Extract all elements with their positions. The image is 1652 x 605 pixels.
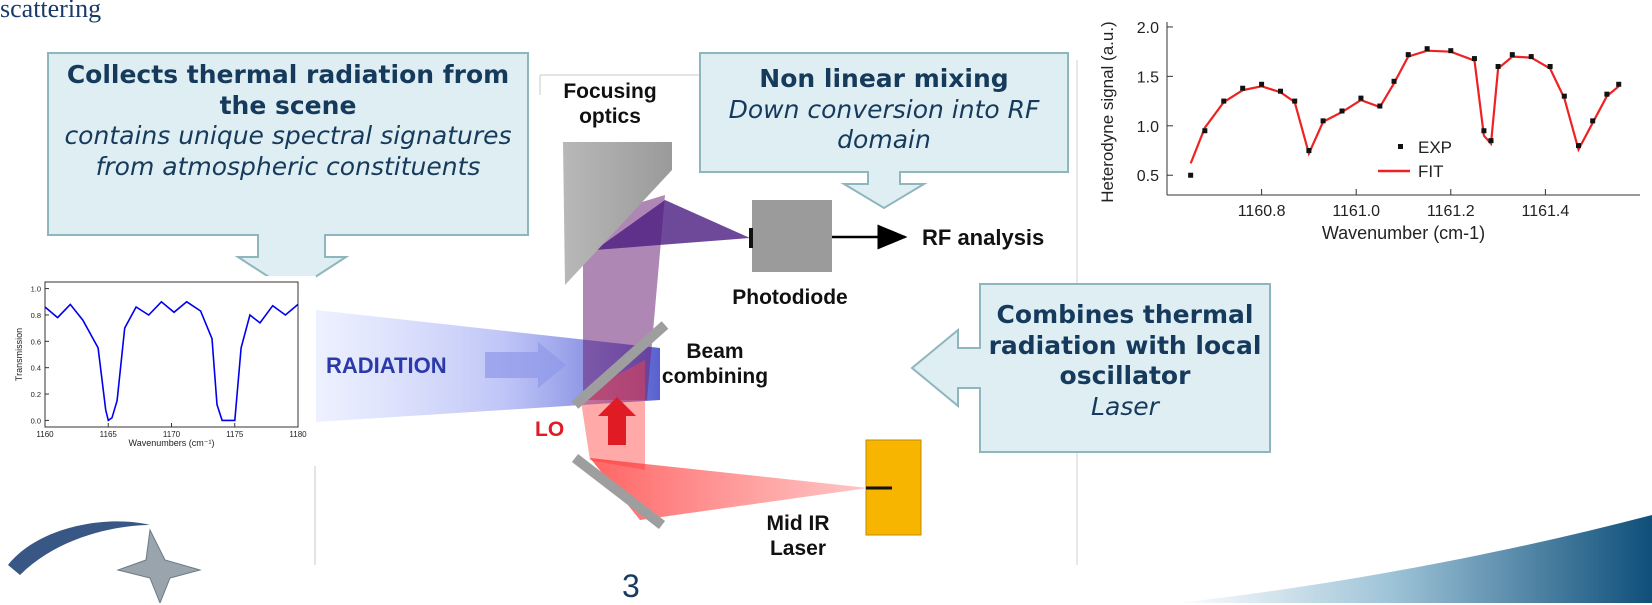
x-tick-label: 1161.2	[1427, 203, 1475, 220]
y-tick-label: 1.5	[1137, 69, 1159, 86]
exp-point	[1425, 46, 1430, 51]
y-tick-label: 0.2	[31, 390, 41, 399]
x-axis-label: Wavenumber (cm-1)	[1322, 223, 1485, 243]
callout-combines-detail: Laser	[985, 392, 1265, 423]
y-axis-label: Heterodyne signal (a.u.)	[1098, 21, 1117, 202]
callout-mixing-detail: Down conversion into RF domain	[705, 95, 1063, 156]
x-tick-label: 1175	[226, 430, 244, 439]
beam-combining-label: Beam combining	[655, 340, 775, 390]
x-tick-label: 1161.0	[1332, 203, 1380, 220]
lo-beam-horizontal	[590, 458, 868, 520]
y-tick-label: 0.4	[31, 364, 41, 373]
exp-point	[1240, 86, 1245, 91]
photodiode-sensor	[749, 228, 753, 248]
exp-point	[1496, 64, 1501, 69]
exp-point	[1221, 99, 1226, 104]
exp-point	[1489, 138, 1494, 143]
exp-point	[1590, 118, 1595, 123]
header-fragment: scattering	[0, 0, 101, 24]
exp-point	[1278, 89, 1283, 94]
callout-combines: Combines thermal radiation with local os…	[985, 300, 1265, 422]
exp-point	[1472, 56, 1477, 61]
exp-point	[1604, 92, 1609, 97]
exp-point	[1392, 79, 1397, 84]
legend-exp-marker	[1398, 144, 1403, 149]
exp-point	[1529, 54, 1534, 59]
x-tick-label: 1180	[289, 430, 307, 439]
y-tick-label: 2.0	[1137, 20, 1159, 37]
y-tick-label: 1.0	[31, 285, 41, 294]
exp-point	[1292, 99, 1297, 104]
exp-point	[1358, 96, 1363, 101]
y-tick-label: 0.0	[31, 416, 41, 425]
heterodyne-chart: 1160.8 1161.0 1161.2 1161.4 0.5 1.0 1.5 2.0Wave…	[1098, 20, 1640, 243]
exp-point	[1202, 128, 1207, 133]
exp-point	[1321, 118, 1326, 123]
exp-point	[1406, 52, 1411, 57]
photodiode-box	[752, 200, 832, 272]
y-axis-label: Transmission	[14, 328, 24, 381]
exp-point	[1616, 82, 1621, 87]
exp-point	[1448, 48, 1453, 53]
x-axis-label: Wavenumbers (cm⁻¹)	[129, 438, 215, 448]
exp-point	[1340, 108, 1345, 113]
logo-mark	[8, 521, 200, 603]
y-tick-label: 0.6	[31, 337, 41, 346]
callout-collects-title: Collects thermal radiation from the scen…	[55, 60, 521, 121]
exp-point	[1377, 104, 1382, 109]
exp-point	[1481, 128, 1486, 133]
focusing-optics-label: Focusing optics	[540, 80, 680, 130]
callout-collects: Collects thermal radiation from the scen…	[55, 60, 521, 182]
rf-analysis-label: RF analysis	[922, 225, 1044, 251]
y-tick-label: 1.0	[1137, 119, 1159, 136]
fit-line	[1191, 51, 1619, 164]
radiation-label: RADIATION	[326, 353, 447, 379]
x-tick-label: 1165	[100, 430, 118, 439]
callout-collects-detail: contains unique spectral signatures from…	[55, 121, 521, 182]
exp-point	[1548, 64, 1553, 69]
callout-mixing-title: Non linear mixing	[705, 64, 1063, 95]
x-tick-label: 1160	[36, 430, 54, 439]
photodiode-label: Photodiode	[700, 286, 880, 311]
y-tick-label: 0.5	[1137, 168, 1159, 185]
callout-combines-title: Combines thermal radiation with local os…	[985, 300, 1265, 392]
exp-point	[1306, 148, 1311, 153]
callout-mixing: Non linear mixing Down conversion into R…	[705, 64, 1063, 156]
y-tick-label: 0.8	[31, 311, 41, 320]
slide-number: 3	[622, 568, 640, 605]
exp-point	[1259, 82, 1264, 87]
legend-exp-label: EXP	[1418, 138, 1452, 157]
exp-point	[1188, 173, 1193, 178]
lo-label: LO	[535, 418, 564, 443]
exp-point	[1510, 52, 1515, 57]
footer-swoosh	[1175, 515, 1652, 603]
x-tick-label: 1161.4	[1522, 203, 1570, 220]
exp-point	[1576, 143, 1581, 148]
exp-point	[1562, 94, 1567, 99]
x-tick-label: 1160.8	[1238, 203, 1286, 220]
legend-fit-label: FIT	[1418, 162, 1444, 181]
mid-ir-laser-label: Mid IR Laser	[758, 512, 838, 562]
